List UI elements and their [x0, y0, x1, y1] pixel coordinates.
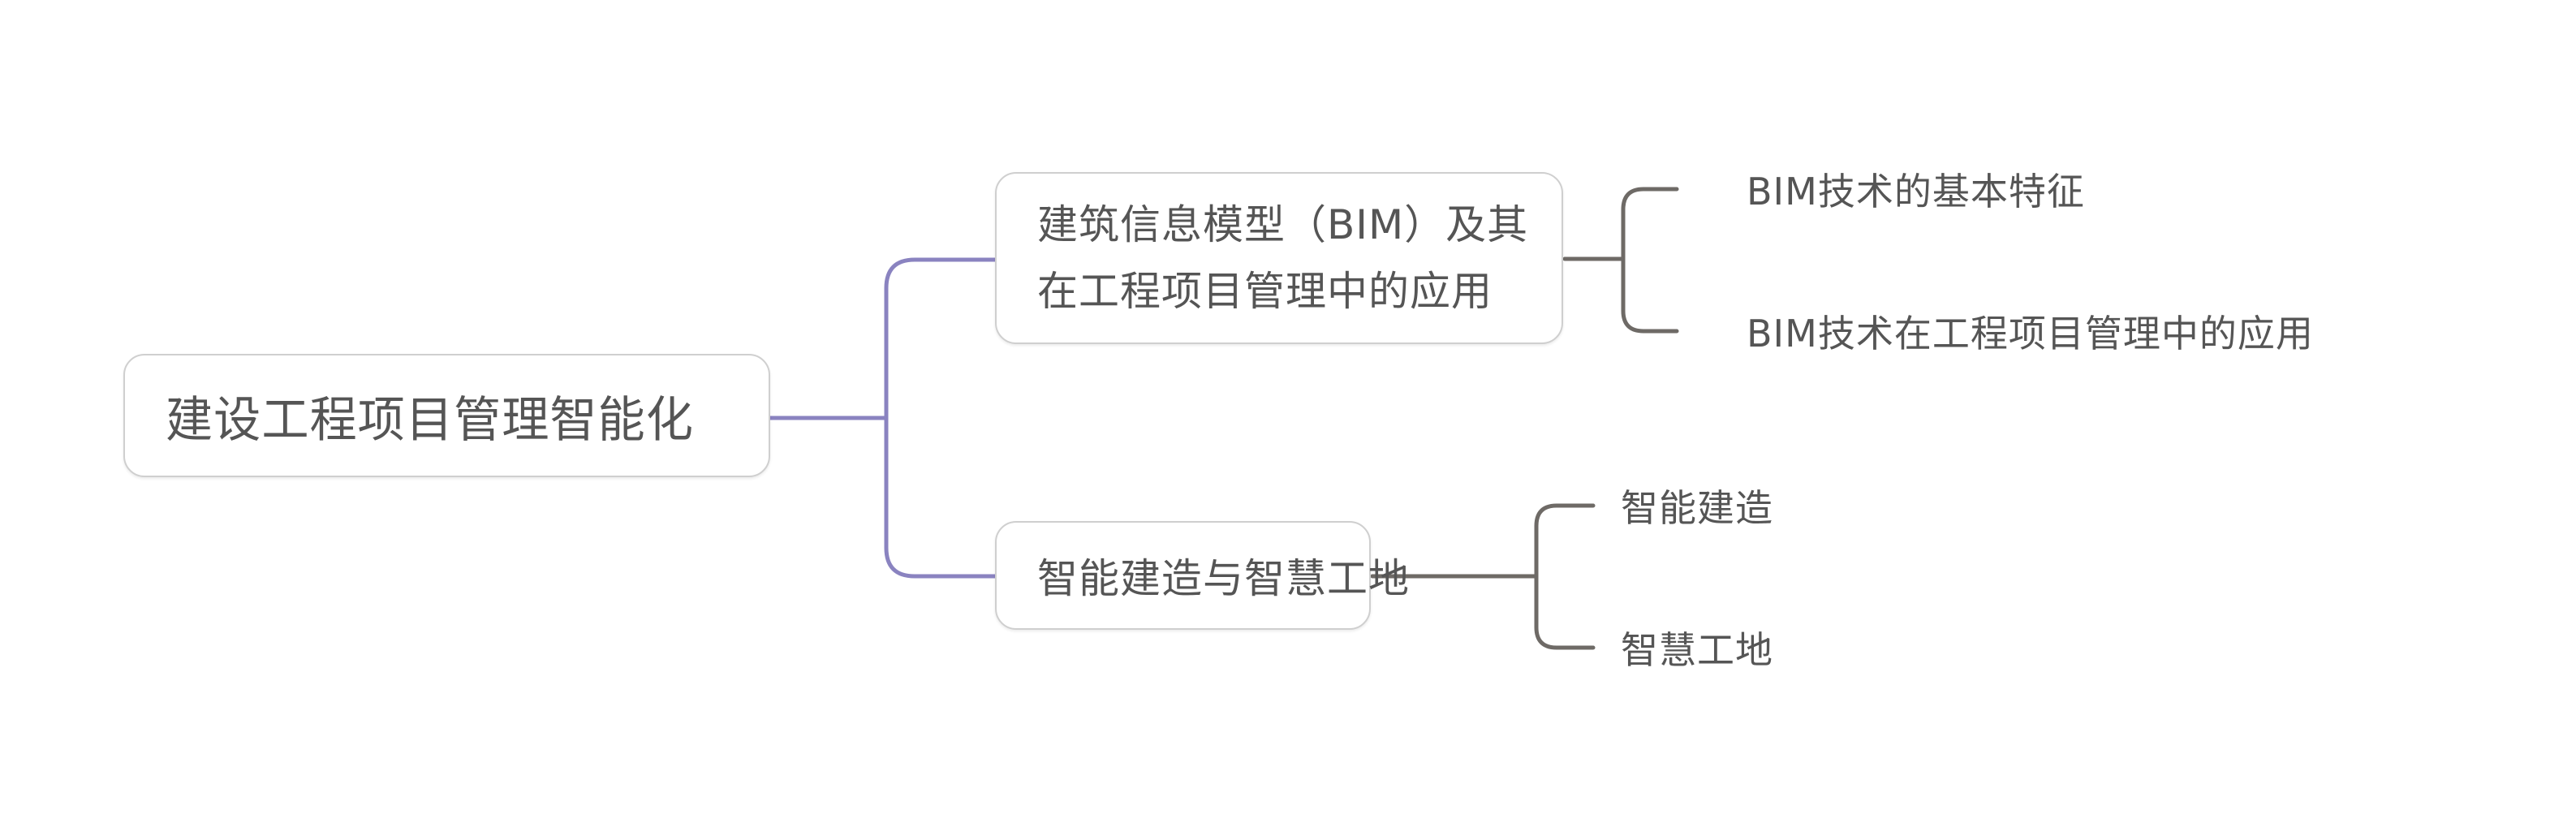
topic-node-bim[interactable]: 建筑信息模型（BIM）及其 在工程项目管理中的应用 [995, 172, 1563, 344]
connector-bim-to-application [1621, 256, 1679, 334]
connector-root-to-bim [768, 257, 997, 420]
connector-root-to-smart [884, 416, 997, 579]
root-node[interactable]: 建设工程项目管理智能化 [123, 354, 770, 477]
topic-node-label: 智能建造与智慧工地 [1037, 555, 1410, 602]
topic-node-smart-construction[interactable]: 智能建造与智慧工地 [995, 521, 1409, 630]
subtopic-smart-site[interactable]: 智慧工地 [1621, 628, 1773, 672]
connector-smart-to-site [1534, 574, 1596, 650]
subtopic-bim-application[interactable]: BIM技术在工程项目管理中的应用 [1747, 312, 2314, 355]
subtopic-bim-features[interactable]: BIM技术的基本特征 [1747, 170, 2085, 213]
subtopic-intelligent-construction[interactable]: 智能建造 [1621, 486, 1773, 530]
topic-node-label-line2: 在工程项目管理中的应用 [1037, 268, 1493, 315]
topic-node-label-line1: 建筑信息模型（BIM）及其 [1037, 201, 1529, 248]
root-node-label: 建设工程项目管理智能化 [166, 391, 694, 449]
connector-bim-to-features [1562, 187, 1679, 261]
connector-smart-to-construction [1370, 503, 1596, 579]
